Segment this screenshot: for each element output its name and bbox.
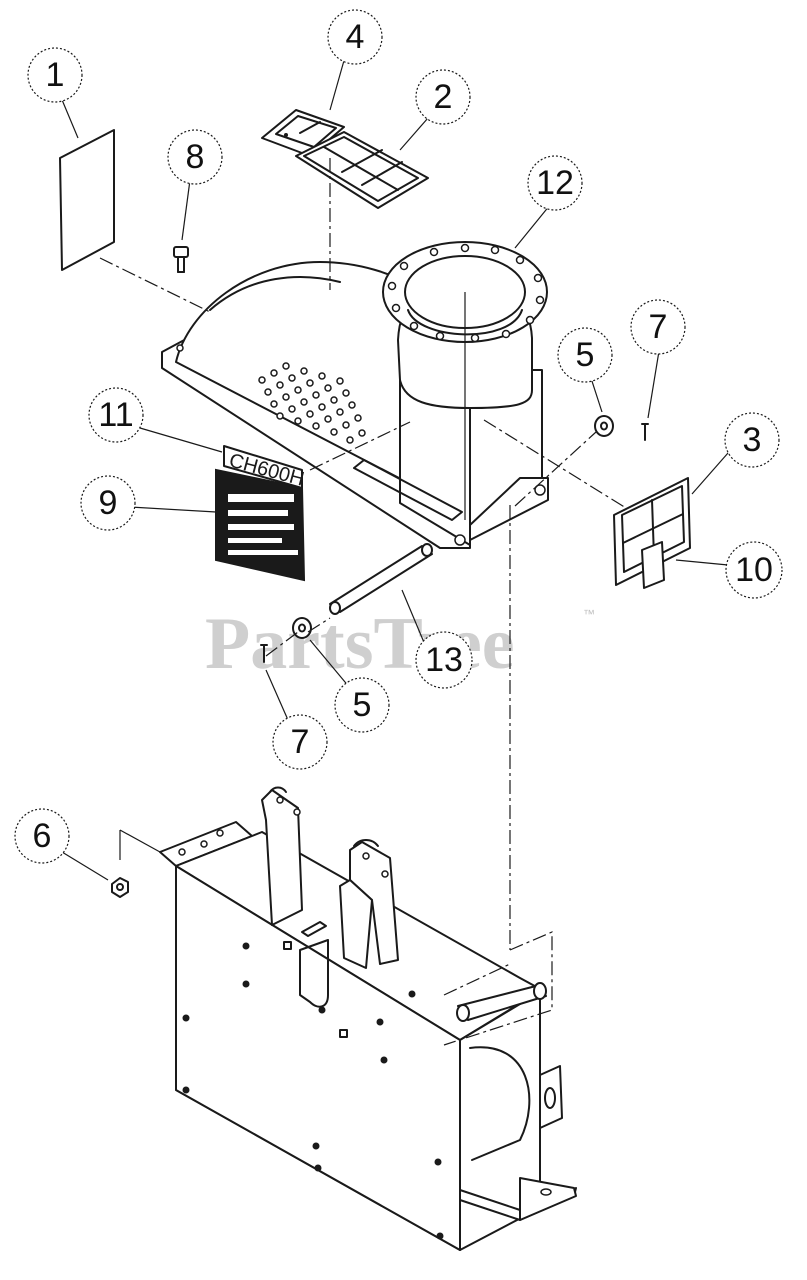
callout-9[interactable]: 9 [80,475,136,531]
callout-6[interactable]: 6 [14,808,70,864]
svg-text:6: 6 [33,817,52,855]
part-8-bolt[interactable] [173,246,189,273]
part-5-washer-right[interactable] [594,415,614,437]
svg-text:5: 5 [576,336,595,374]
part-7-pin-left[interactable] [260,644,268,663]
callout-12[interactable]: 12 [527,155,583,211]
svg-text:4: 4 [346,18,365,56]
callout-5-right[interactable]: 5 [557,327,613,383]
svg-text:5: 5 [353,686,372,724]
callout-11[interactable]: 11 [88,387,144,443]
svg-text:9: 9 [99,484,118,522]
part-6-nut[interactable] [111,877,129,898]
vent-holes [258,362,366,444]
svg-text:7: 7 [291,723,310,761]
leader-lines [59,56,729,881]
part-1-decal[interactable] [59,129,115,271]
svg-text:1: 1 [46,56,65,94]
callout-4[interactable]: 4 [327,9,383,65]
part-10-decal[interactable] [641,541,665,589]
svg-text:13: 13 [425,641,463,679]
part-4-decal[interactable] [261,109,345,157]
svg-text:10: 10 [735,551,773,589]
callout-10[interactable]: 10 [725,541,783,599]
callout-13[interactable]: 13 [415,631,473,689]
callout-7-right[interactable]: 7 [630,299,686,355]
mounting-bracket[interactable] [159,786,577,1251]
callout-8[interactable]: 8 [167,129,223,185]
part-7-pin-right[interactable] [641,423,649,441]
part-3-decal[interactable] [613,477,691,586]
svg-text:11: 11 [98,396,133,434]
callout-1[interactable]: 1 [27,47,83,103]
part-9-nameplate[interactable] [215,445,306,582]
callout-5-left[interactable]: 5 [334,677,390,733]
alignment-dash-lines [99,158,627,1046]
svg-text:3: 3 [743,421,762,459]
svg-text:7: 7 [649,308,668,346]
part-13-rod[interactable] [329,543,433,615]
watermark-trademark: ™ [583,607,595,621]
callout-2[interactable]: 2 [415,69,471,125]
svg-text:12: 12 [536,164,574,202]
blower-housing[interactable] [161,241,549,549]
callout-3[interactable]: 3 [724,412,780,468]
callout-7-left[interactable]: 7 [272,714,328,770]
svg-text:2: 2 [434,78,453,116]
part-5-washer-left[interactable] [292,617,312,639]
svg-text:8: 8 [186,138,205,176]
part-2-decal[interactable] [295,131,429,209]
